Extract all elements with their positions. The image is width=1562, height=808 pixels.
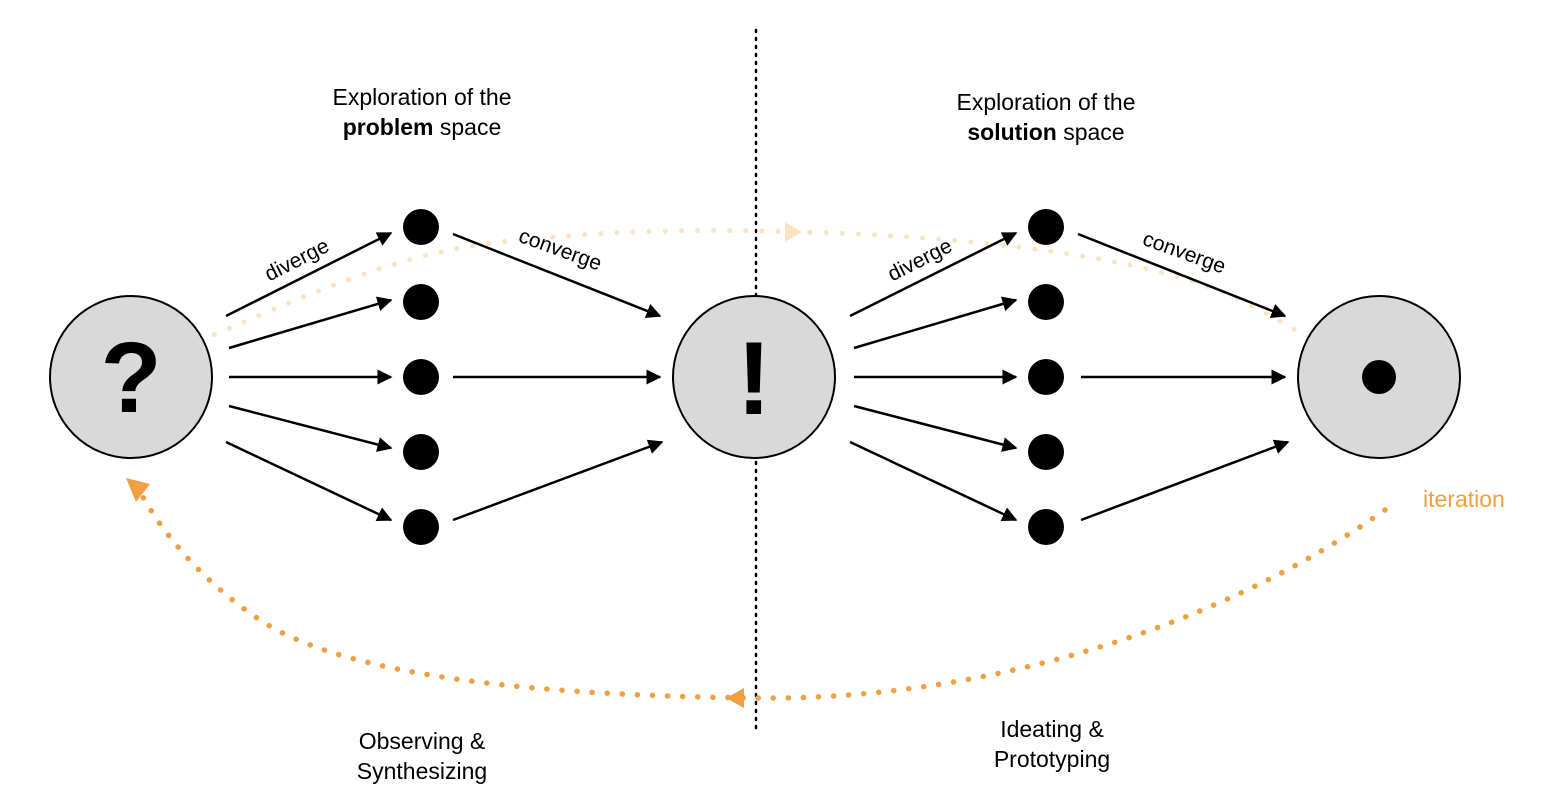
end-node-dot [1362, 360, 1396, 394]
start-node [49, 295, 213, 459]
problem-idea-node [403, 359, 439, 395]
problem-idea-node [403, 434, 439, 470]
converge-arrow [452, 232, 662, 319]
solution-idea-node [1028, 209, 1064, 245]
solution-idea-node [1028, 359, 1064, 395]
forward-flow-arrow [785, 222, 802, 242]
problem-idea-node [403, 509, 439, 545]
diverge-arrow [228, 296, 393, 350]
solution-idea-node [1028, 434, 1064, 470]
right-diverge-label: diverge [884, 234, 956, 286]
diverge-arrow [225, 440, 393, 522]
diverge-arrow [228, 404, 393, 452]
diverge-arrow [849, 440, 1018, 522]
question-mark-icon: ? [100, 322, 161, 434]
converge-arrow [452, 439, 664, 522]
left-diverge-label: diverge [261, 234, 333, 286]
problem-idea-node [403, 209, 439, 245]
problem-keyword: problem [342, 114, 434, 140]
solution-keyword: solution [967, 119, 1057, 145]
diverge-arrow [853, 404, 1018, 452]
converge-arrow [1077, 232, 1287, 319]
ideating-prototyping-label: Ideating & Prototyping [993, 716, 1111, 772]
iteration-path [135, 485, 1388, 701]
left-converge-label: converge [516, 224, 605, 275]
observing-synthesizing-label: Observing & Synthesizing [356, 728, 488, 784]
solution-idea-node [1028, 509, 1064, 545]
right-converge-label: converge [1140, 227, 1229, 278]
problem-space-header: Exploration of the problem space [332, 84, 512, 140]
diverge-arrow [225, 231, 393, 318]
exclamation-icon: ! [737, 321, 772, 437]
diverge-arrow [849, 231, 1018, 318]
iteration-arrow-start [126, 478, 150, 502]
middle-node [672, 295, 836, 459]
solution-idea-node [1028, 284, 1064, 320]
solution-space-header: Exploration of the solution space [956, 89, 1136, 145]
problem-idea-node [403, 284, 439, 320]
iteration-arrow-mid [726, 688, 744, 708]
iteration-label: iteration [1423, 486, 1505, 512]
converge-arrow [1080, 439, 1290, 522]
diverge-arrow [853, 296, 1018, 350]
